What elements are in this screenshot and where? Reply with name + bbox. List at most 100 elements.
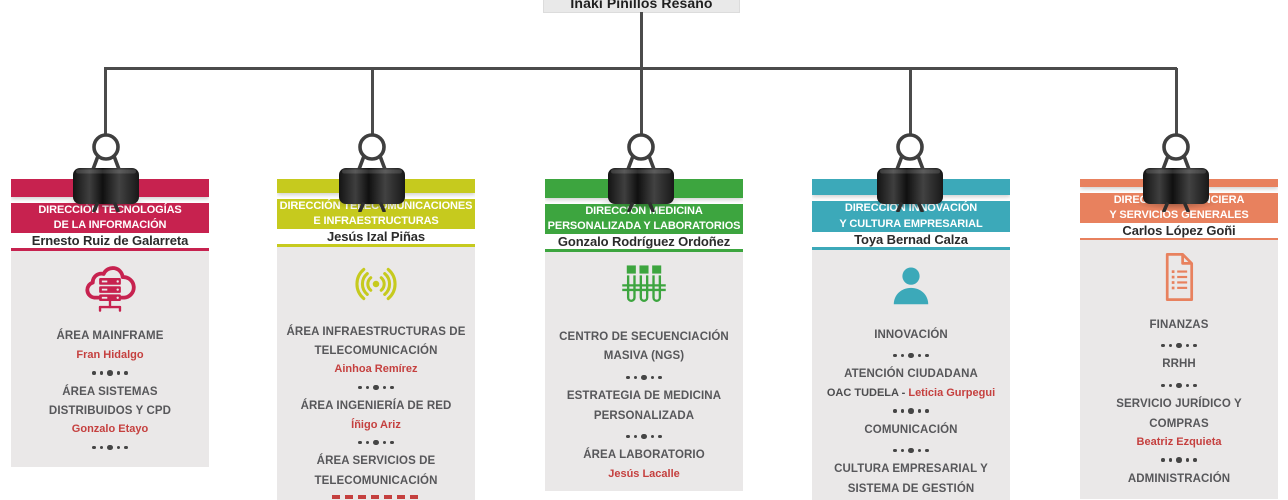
card-body: INNOVACIÓN ATENCIÓN CIUDADANA OAC TUDELA -… — [812, 249, 1010, 500]
test-tubes-icon — [615, 260, 673, 318]
card-accent-divider — [277, 244, 475, 247]
org-item-person: OAC TUDELA - Leticia Gurpegui — [821, 386, 1001, 400]
org-item-person-name: Ainhoa Remírez — [334, 363, 418, 376]
org-item-person: Jesús Lacalle — [554, 467, 734, 481]
org-item-title: ÁREA INGENIERÍA DE RED — [300, 400, 452, 413]
dots-divider — [821, 352, 1001, 359]
org-item-person: Gonzalo Etayo — [20, 422, 200, 436]
dot — [373, 439, 379, 446]
card-header: DIRECCIÓN MEDICINA PERSONALIZADA Y LABORA… — [545, 203, 743, 234]
card-accent-divider — [812, 246, 1010, 250]
dot — [382, 440, 387, 445]
dot — [893, 353, 897, 358]
cutoff-name-text — [332, 495, 420, 499]
org-item: ÁREA INGENIERÍA DE RED Íñigo Ariz — [286, 397, 466, 446]
org-item-title: ATENCIÓN CIUDADANA — [844, 368, 978, 381]
dot — [1185, 458, 1190, 462]
dot — [1161, 383, 1165, 388]
dot — [650, 375, 655, 380]
org-item-person: Íñigo Ariz — [286, 418, 466, 432]
dot — [1193, 343, 1197, 348]
dot — [92, 371, 96, 375]
dot — [124, 445, 128, 449]
dot — [1168, 343, 1173, 348]
dot — [390, 440, 394, 445]
dots-divider — [1089, 382, 1269, 389]
org-item-title: SERVICIO JURÍDICO Y COMPRAS — [1116, 398, 1242, 430]
dot — [633, 375, 638, 380]
dot — [373, 384, 379, 391]
connector-drop-line — [908, 68, 912, 136]
org-item: INNOVACIÓN — [821, 326, 1001, 359]
card-header: DIRECCIÓN TELECOMUNICACIONESE INFRAESTRU… — [277, 199, 475, 230]
org-item-title: ÁREA SERVICIOS DE TELECOMUNICACIÓN — [314, 455, 438, 487]
dot — [900, 409, 905, 413]
dot — [124, 371, 128, 375]
org-item-person-name: Jesús Lacalle — [608, 467, 680, 480]
org-item-title: ÁREA INFRAESTRUCTURAS DE TELECOMUNICACIÓ… — [286, 325, 466, 358]
department-card: DIRECCIÓN FINANCIERAY SERVICIOS GENERALE… — [1080, 179, 1278, 499]
org-item-person-name: Leticia Gurpegui — [908, 386, 996, 399]
org-item-person-name: Íñigo Ariz — [351, 418, 401, 431]
connector-trunk-line — [639, 12, 643, 69]
card-header-title-line: DIRECCIÓN MEDICINA — [585, 204, 703, 217]
org-item: ATENCIÓN CIUDADANA OAC TUDELA - Leticia G… — [821, 365, 1001, 414]
org-item: ÁREA INFRAESTRUCTURAS DE TELECOMUNICACIÓ… — [286, 323, 466, 391]
org-item-title: CENTRO DE SECUENCIACIÓN MASIVA (NGS) — [559, 331, 729, 363]
dots-divider — [821, 408, 1001, 414]
dot — [92, 445, 96, 449]
dot — [641, 374, 647, 381]
dot — [658, 434, 662, 439]
dot — [900, 353, 905, 358]
dot — [626, 434, 630, 439]
dot — [107, 370, 113, 376]
department-card: DIRECCIÓN MEDICINA PERSONALIZADA Y LABORA… — [545, 179, 743, 491]
dot — [365, 385, 370, 390]
dot — [116, 445, 121, 449]
dot — [925, 353, 929, 358]
connector-drop-line — [104, 68, 107, 136]
card-header-title-line: DIRECCIÓN TECNOLOGÍAS — [38, 204, 182, 216]
org-item: RRHH — [1089, 355, 1269, 389]
org-item: CULTURA EMPRESARIAL Y SISTEMA DE GESTIÓN — [821, 460, 1001, 499]
card-header-title-line: PERSONALIZADA Y LABORATORIOS — [547, 219, 741, 232]
dot — [107, 444, 113, 450]
dot — [893, 409, 897, 413]
org-item: ÁREA LABORATORIO Jesús Lacalle — [554, 446, 734, 481]
card-director-name: Toya Bernad Calza — [812, 231, 1010, 247]
dot — [365, 440, 370, 445]
card-header-title-line: E INFRAESTRUCTURAS — [313, 215, 439, 228]
dot — [1176, 457, 1182, 463]
org-item-person-prefix: OAC TUDELA - — [826, 386, 909, 399]
connector-drop-line — [370, 68, 374, 136]
card-director-name: Carlos López Goñi — [1080, 223, 1278, 239]
org-item-title: FINANZAS — [1149, 318, 1209, 331]
document-icon — [1150, 248, 1208, 306]
dot — [893, 448, 897, 453]
root-director-name: Iñaki Pinillos Resano — [570, 0, 713, 11]
dot — [917, 448, 922, 453]
org-item-title: ÁREA LABORATORIO — [583, 449, 705, 462]
card-accent-divider — [1080, 238, 1278, 240]
org-item-person: Fran Hidalgo — [20, 348, 200, 362]
dots-divider — [1089, 457, 1269, 463]
org-item: ESTRATEGIA DE MEDICINA PERSONALIZADA — [554, 387, 734, 440]
dot — [925, 448, 929, 453]
dot — [650, 434, 655, 439]
connector-drop-line — [1174, 68, 1178, 136]
department-card: DIRECCIÓN TELECOMUNICACIONESE INFRAESTRU… — [277, 179, 475, 500]
dot — [917, 353, 922, 358]
dot — [1161, 343, 1165, 348]
dot — [908, 408, 914, 414]
dots-divider — [20, 370, 200, 376]
dots-divider — [286, 439, 466, 446]
dot — [358, 440, 362, 445]
person-icon — [882, 258, 940, 316]
dot — [99, 445, 104, 449]
